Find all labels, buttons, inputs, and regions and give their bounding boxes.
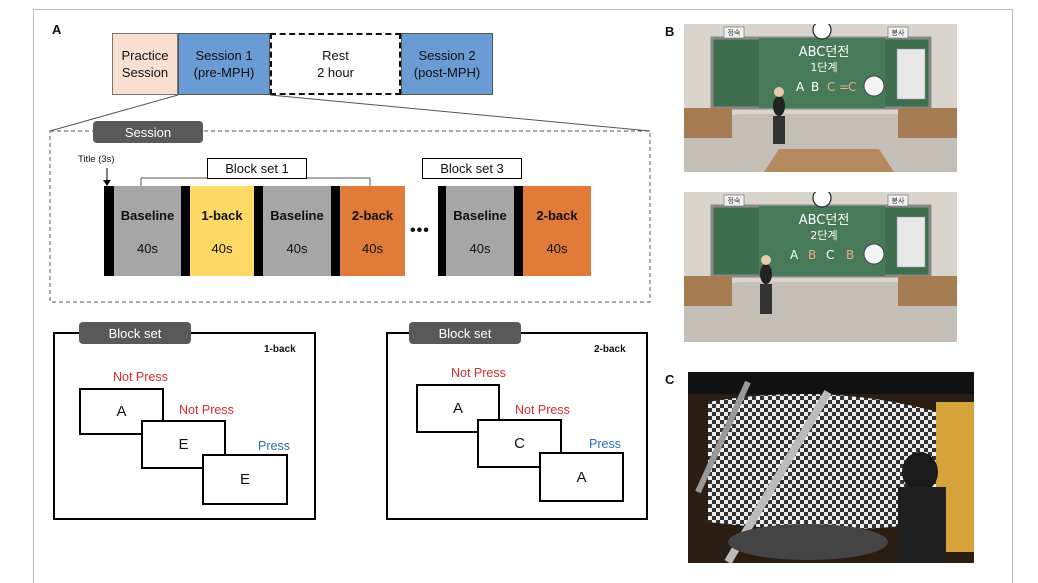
board-letter: A — [790, 248, 799, 262]
twoback-card-1: A — [416, 384, 500, 433]
title-bar — [438, 186, 446, 276]
block-set-3-label: Block set 3 — [422, 158, 522, 179]
twoback-card-3: A — [539, 452, 624, 502]
oneback-label: 1-back — [264, 344, 296, 355]
board-letter: C — [827, 80, 835, 94]
clock-icon — [812, 24, 832, 40]
figure-frame — [33, 9, 1013, 583]
block-title: 2-back — [536, 208, 578, 223]
rest-box: Rest 2 hour — [270, 33, 401, 95]
clock-icon — [812, 192, 832, 208]
session1-box: Session 1 (pre-MPH) — [178, 33, 270, 95]
panel-label-a: A — [52, 22, 62, 37]
ellipsis: ••• — [410, 222, 430, 239]
block-duration: 40s — [362, 241, 383, 256]
block-2back: 2-back 40s — [340, 186, 405, 276]
session2-box: Session 2 (post-MPH) — [401, 33, 493, 95]
block-title: Baseline — [270, 208, 324, 223]
block-baseline-2: Baseline 40s — [263, 186, 331, 276]
board-letter: B — [811, 80, 819, 94]
twoback-note-1: Not Press — [451, 366, 506, 380]
oneback-note-1: Not Press — [113, 370, 168, 384]
practice-line2: Session — [121, 65, 169, 80]
title-bar — [181, 186, 190, 276]
oneback-note-2: Not Press — [179, 403, 234, 417]
oneback-card-3: E — [202, 454, 288, 505]
title-bar — [514, 186, 523, 276]
board-title-1: ABC던전 — [799, 45, 850, 60]
block-duration: 40s — [211, 241, 233, 256]
block-title: Baseline — [453, 208, 507, 223]
sign-right: 봉사 — [892, 196, 905, 205]
block-baseline-3: Baseline 40s — [446, 186, 514, 276]
board-letter: C — [826, 248, 834, 262]
practice-line1: Practice — [121, 48, 169, 63]
block-title: Baseline — [120, 208, 175, 223]
block-duration: 40s — [137, 241, 158, 256]
block-title: 2-back — [351, 208, 394, 223]
twoback-tag: Block set — [409, 322, 521, 344]
title-bar — [254, 186, 263, 276]
rest-line1: Rest — [322, 48, 349, 63]
block-baseline-1: Baseline 40s — [114, 186, 181, 276]
classroom-scene-1: 정숙 봉사 ABC던전 1단계 A B C = C — [684, 24, 957, 172]
rest-line2: 2 hour — [317, 65, 354, 80]
board-letter: = — [839, 80, 849, 94]
title-note: Title (3s) — [78, 154, 115, 165]
board-sub-2: 2단계 — [810, 229, 837, 242]
practice-session-box: Practice Session — [112, 33, 178, 95]
sign-left: 정숙 — [728, 28, 741, 37]
sign-right: 봉사 — [892, 28, 905, 37]
board-title-2: ABC던전 — [799, 213, 850, 228]
reel-icon — [863, 243, 885, 265]
session2-line1: Session 2 — [418, 48, 476, 63]
vr-photo — [688, 372, 974, 563]
title-bar — [331, 186, 340, 276]
block-duration: 40s — [469, 241, 491, 256]
title-bar — [104, 186, 114, 276]
block-duration: 40s — [546, 241, 568, 256]
block-set-1-label: Block set 1 — [207, 158, 307, 179]
panel-label-c: C — [665, 372, 675, 387]
block-2back-3: 2-back 40s — [523, 186, 591, 276]
panel-label-b: B — [665, 24, 675, 39]
session1-line2: (pre-MPH) — [193, 65, 255, 80]
block-duration: 40s — [286, 241, 308, 256]
oneback-note-3: Press — [258, 439, 290, 453]
twoback-note-3: Press — [589, 437, 621, 451]
session-tag: Session — [93, 121, 203, 143]
classroom-scene-2: 정숙 봉사 ABC던전 2단계 A B C B — [684, 192, 957, 342]
board-letter: C — [848, 80, 856, 94]
board-letter: B — [808, 248, 816, 262]
twoback-label: 2-back — [594, 344, 626, 355]
session1-line1: Session 1 — [195, 48, 253, 63]
block-title: 1-back — [201, 208, 243, 223]
reel-icon — [863, 75, 885, 97]
sign-left: 정숙 — [728, 196, 741, 205]
board-letter: A — [796, 80, 805, 94]
oneback-tag: Block set — [79, 322, 191, 344]
board-letter: B — [846, 248, 854, 262]
block-1back: 1-back 40s — [190, 186, 254, 276]
board-sub-1: 1단계 — [810, 61, 837, 74]
session2-line2: (post-MPH) — [413, 65, 481, 80]
twoback-note-2: Not Press — [515, 403, 570, 417]
